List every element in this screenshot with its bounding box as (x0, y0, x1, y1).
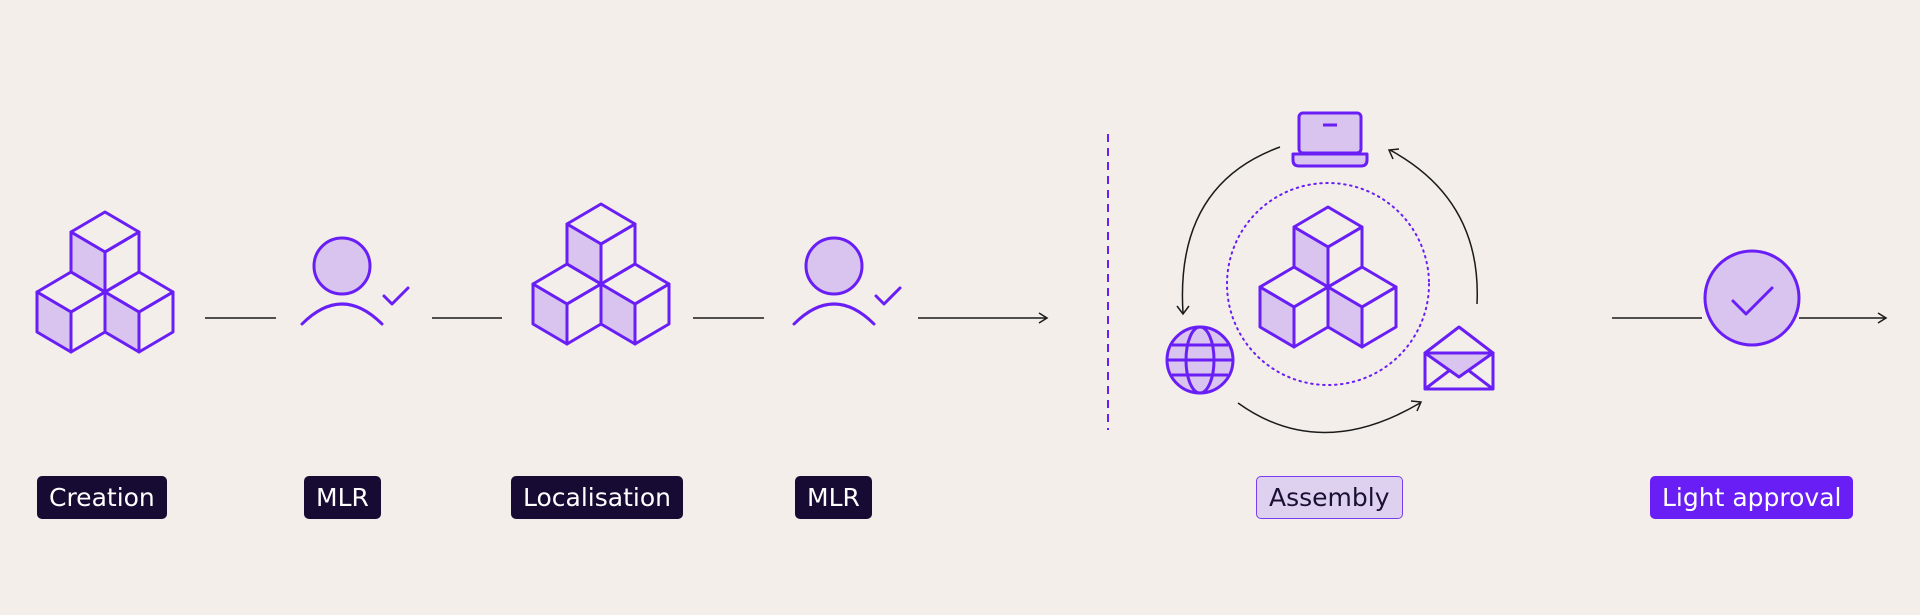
envelope-icon (1423, 325, 1495, 391)
arrow-right-icon (1799, 312, 1888, 324)
user-check-icon (792, 236, 902, 326)
arrow-right-icon (918, 312, 1049, 324)
step-label-mlr: MLR (795, 476, 872, 519)
cubes-icon (1258, 205, 1398, 349)
user-check-icon (300, 236, 410, 326)
step-label-assembly: Assembly (1256, 476, 1403, 519)
cycle-arrow (1387, 148, 1478, 305)
step-label-light-approval: Light approval (1650, 476, 1854, 519)
cubes-icon (35, 210, 175, 354)
check-circle-icon (1703, 249, 1801, 347)
assembly-cycle-icon (1165, 111, 1495, 434)
laptop-icon (1291, 111, 1369, 168)
step-label-localisation: Localisation (511, 476, 683, 519)
cycle-arrow (1237, 400, 1423, 434)
globe-icon (1165, 325, 1235, 395)
step-label-mlr: MLR (304, 476, 381, 519)
cubes-icon (531, 202, 671, 346)
dotted-ring (1226, 182, 1430, 386)
cycle-arrow (1176, 146, 1281, 316)
step-label-creation: Creation (37, 476, 167, 519)
